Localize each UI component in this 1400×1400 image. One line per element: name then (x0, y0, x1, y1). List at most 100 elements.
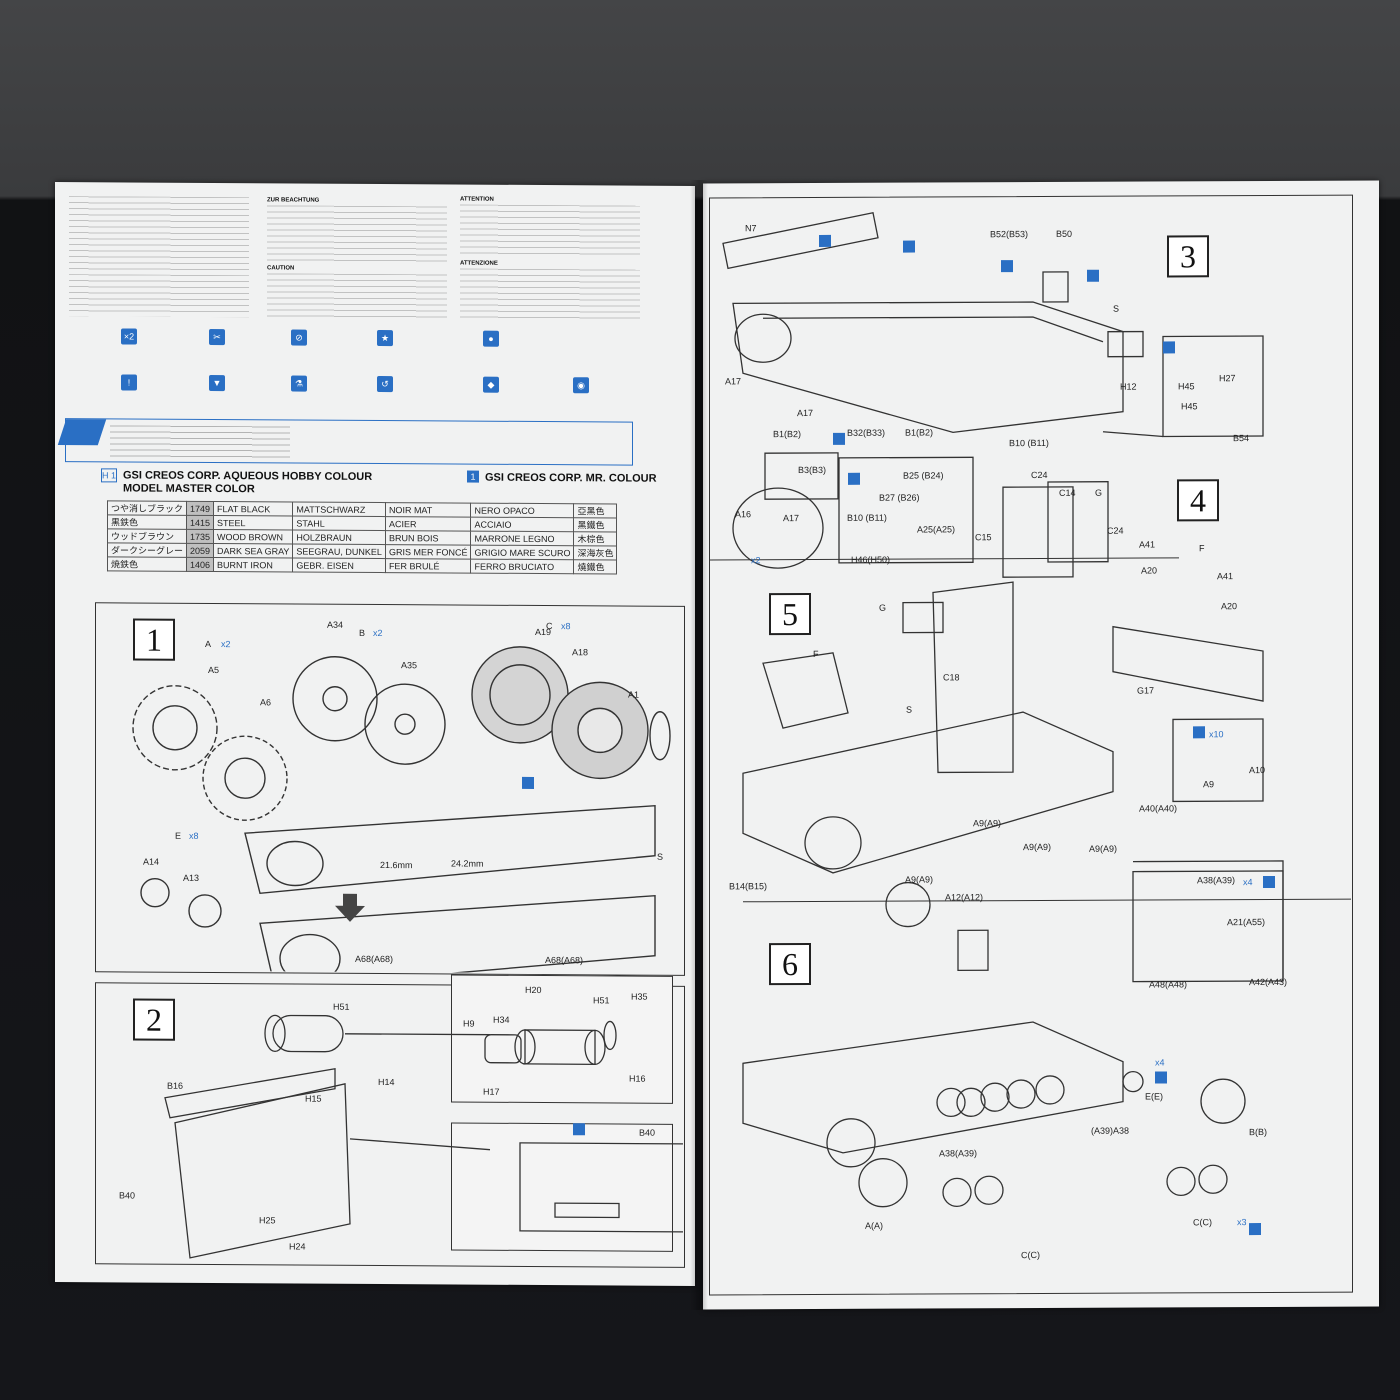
notice-text-chinese (69, 274, 249, 318)
count-badge: x3 (1237, 1217, 1247, 1228)
ds-logo (57, 419, 107, 446)
part-label: A48(A48) (1149, 979, 1188, 990)
count-badge: x8 (561, 621, 571, 632)
sprue-badge-B: B (359, 627, 366, 638)
part-label: C24 (1107, 525, 1124, 536)
part-label: A40(A40) (1139, 803, 1178, 814)
dragon-styrene-notice (57, 418, 633, 466)
count-badge: x2 (221, 639, 231, 650)
color-name-de: STAHL (292, 515, 386, 531)
part-label: A38(A39) (1197, 875, 1236, 886)
fill-hole-icon: ● (483, 330, 499, 347)
color-name-fr: NOIR MAT (385, 502, 471, 518)
cut-icon: ✂ (209, 328, 225, 346)
count-badge: x4 (1243, 877, 1253, 888)
part-label: B54 (1233, 433, 1250, 444)
part-label: C(C) (1193, 1217, 1212, 1228)
color-name-de: GEBR. EISEN (292, 557, 386, 573)
part-label: H24 (289, 1241, 306, 1252)
part-label: A68(A68) (545, 955, 584, 966)
part-label: C15 (975, 532, 992, 543)
part-label: E(E) (1145, 1091, 1163, 1102)
part-label: S (657, 851, 664, 862)
count-badge: x2 (751, 555, 761, 566)
model-master-code: 2059 (186, 543, 214, 558)
part-label: A12(A12) (945, 892, 984, 903)
attention-header-it: ATTENZIONE (460, 260, 498, 267)
color-name-cn: 亞黑色 (573, 503, 617, 518)
part-label: H12 (1120, 381, 1137, 392)
part-label: H25 (259, 1215, 276, 1226)
metal-glue-icon: ◉ (573, 377, 589, 394)
part-label: H15 (305, 1093, 322, 1104)
part-label: B10 (B11) (847, 512, 887, 523)
part-label: B(B) (1249, 1127, 1267, 1138)
model-master-code: 1406 (186, 557, 214, 572)
decal-icon: ★ (377, 330, 393, 347)
part-label: H20 (525, 984, 542, 996)
color-name-cn: 木棕色 (573, 531, 617, 546)
color-name-it: MARRONE LEGNO (470, 531, 574, 546)
optional-icon: ◆ (483, 376, 499, 393)
model-master-color-header: MODEL MASTER COLOR (123, 482, 255, 496)
part-label: B10 (B11) (1009, 437, 1049, 449)
part-label: H34 (493, 1014, 510, 1025)
part-label: H14 (378, 1077, 395, 1088)
color-name-cn: 黑鐵色 (573, 517, 617, 532)
part-label: B40 (639, 1127, 656, 1138)
instruction-page-right: 3 4 5 6 (703, 180, 1379, 1310)
part-label: B1(B2) (773, 429, 802, 440)
part-label: A9(A9) (905, 874, 934, 885)
part-label: A9 (1203, 779, 1215, 790)
color-name-jp: 黒鉄色 (107, 514, 187, 530)
color-name-it: NERO OPACO (470, 503, 574, 518)
bend-icon: ↺ (377, 376, 393, 393)
part-label: A1 (628, 689, 640, 700)
step1-diagram (132, 646, 671, 974)
color-name-en: FLAT BLACK (213, 501, 293, 516)
part-label: B3(B3) (798, 464, 827, 476)
part-label: B14(B15) (729, 881, 768, 892)
color-name-cn: 燒鐵色 (573, 559, 617, 574)
color-name-it: GRIGIO MARE SCURO (470, 545, 574, 560)
color-name-jp: つや消しブラック (107, 500, 187, 516)
part-label: H51 (593, 995, 610, 1006)
sprue-badge-E: E (175, 830, 182, 841)
careful-icon: ! (121, 374, 137, 391)
model-master-code: 1735 (186, 529, 214, 544)
ds-notice-text (110, 425, 290, 459)
part-label: H46(H50) (851, 554, 891, 565)
part-label: C24 (1031, 469, 1048, 481)
part-label: B27 (B26) (879, 492, 920, 503)
part-label: A34 (327, 619, 344, 630)
notice-text-japanese (69, 196, 249, 272)
two-parts-icon: ×2 (121, 328, 137, 345)
part-label: C18 (943, 672, 960, 683)
color-name-de: SEEGRAU, DUNKEL (292, 543, 386, 559)
part-label: H17 (483, 1086, 500, 1097)
part-label: A10 (1249, 765, 1266, 776)
part-label: F (813, 648, 819, 659)
count-badge: x10 (1209, 729, 1224, 740)
part-label: A68(A68) (355, 953, 394, 965)
part-label: H45 (1181, 401, 1198, 412)
part-label: A17 (783, 513, 800, 524)
attention-header-de: ZUR BEACHTUNG (267, 197, 320, 204)
color-name-en: DARK SEA GRAY (213, 543, 293, 558)
part-label: A14 (143, 856, 160, 867)
part-label: H45 (1178, 381, 1195, 392)
part-label: G (1095, 487, 1103, 498)
step2-diagram (164, 1014, 683, 1259)
sprue-badge-C: C (546, 621, 553, 632)
part-label: A20 (1221, 601, 1238, 612)
color-name-cn: 深海灰色 (573, 545, 617, 560)
model-master-code: 1749 (186, 501, 214, 516)
part-label: B32(B33) (847, 427, 886, 438)
part-label: H27 (1219, 373, 1236, 384)
part-label: A6 (260, 697, 272, 708)
part-label: (A39)A38 (1091, 1125, 1130, 1136)
measurement-label: 24.2mm (451, 858, 484, 869)
part-label: N7 (745, 223, 757, 234)
part-label: A(A) (865, 1220, 883, 1231)
color-name-jp: 焼鉄色 (107, 556, 187, 572)
